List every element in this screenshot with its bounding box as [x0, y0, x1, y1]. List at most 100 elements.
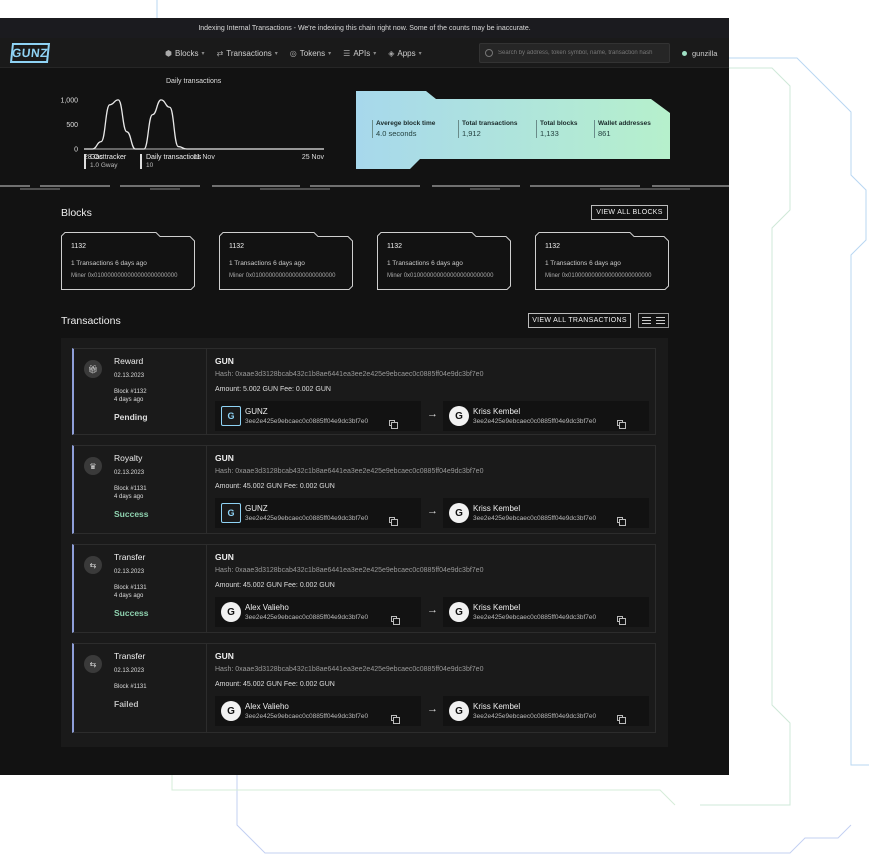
arrow-right-icon: →	[427, 604, 438, 616]
copy-icon[interactable]	[617, 517, 626, 526]
tx-status: Success	[114, 509, 149, 519]
legend-gas-tracker: Gas tracker 1.0 Gway	[84, 154, 126, 169]
chevron-down-icon: ▾	[418, 50, 422, 57]
menu-label: APIs	[353, 48, 371, 58]
party-address: 3ee2e425e9ebcaec0c0885ff04e9dc3bf7e0	[473, 713, 597, 720]
banner-text: Indexing Internal Transactions - We're i…	[198, 24, 531, 32]
miner-address: 0x0100000000000000000000000	[403, 273, 494, 279]
miner-label: Miner	[229, 273, 245, 279]
user-menu[interactable]: gunzilla	[682, 38, 717, 68]
copy-icon[interactable]	[617, 420, 626, 429]
tx-from[interactable]: G Alex Valieho 3ee2e425e9ebcaec0c0885ff0…	[215, 696, 421, 726]
tx-hash[interactable]: Hash: 0xaae3d3128bcab432c1b8ae6441ea3ee2…	[215, 666, 483, 673]
compact-view-icon[interactable]	[656, 317, 666, 324]
tx-from[interactable]: G GUNZ 3ee2e425e9ebcaec0c0885ff04e9dc3bf…	[215, 498, 421, 528]
legend-daily-transactions: Daily transactions 10	[140, 154, 201, 169]
legend-title: Daily transactions	[146, 154, 202, 161]
stat-title: Total transactions	[462, 120, 518, 127]
search-icon	[485, 49, 493, 57]
tx-amount: Amount: 5.002 GUN Fee: 0.002 GUN	[215, 386, 331, 393]
tx-hash[interactable]: Hash: 0xaae3d3128bcab432c1b8ae6441ea3ee2…	[215, 567, 483, 574]
menu-item-tokens[interactable]: ◎Tokens▾	[290, 49, 331, 58]
tx-age: 4 days ago	[114, 397, 144, 403]
cube-icon: ⬢	[165, 48, 172, 58]
hash-value: 0xaae3d3128bcab432c1b8ae6441ea3ee2e425e9…	[235, 567, 484, 574]
gunz-logo[interactable]: GUNZ	[9, 43, 51, 63]
copy-icon[interactable]	[389, 517, 398, 526]
block-miner: Miner 0x0100000000000000000000000	[387, 273, 493, 279]
copy-icon[interactable]	[391, 616, 400, 625]
view-toggle[interactable]	[638, 313, 669, 328]
copy-icon[interactable]	[391, 715, 400, 724]
menu-item-transactions[interactable]: ⇄Transactions▾	[217, 49, 278, 58]
legend-value: 10	[146, 162, 154, 169]
menu-item-apps[interactable]: ◈Apps▾	[388, 49, 421, 58]
tx-to[interactable]: G Kriss Kembel 3ee2e425e9ebcaec0c0885ff0…	[443, 401, 649, 431]
tx-hash[interactable]: Hash: 0xaae3d3128bcab432c1b8ae6441ea3ee2…	[215, 371, 483, 378]
search-bar[interactable]	[479, 43, 670, 63]
tx-type: Transfer	[114, 651, 146, 661]
tx-status: Pending	[114, 412, 148, 422]
block-card[interactable]: 1132 1 Transactions 6 days ago Miner 0x0…	[377, 232, 511, 290]
coins-icon: ◎	[289, 48, 297, 58]
tx-to[interactable]: G Kriss Kembel 3ee2e425e9ebcaec0c0885ff0…	[443, 498, 649, 528]
tx-block[interactable]: Block #1132	[114, 389, 147, 395]
stat-title: Averege block time	[376, 120, 436, 127]
tx-to[interactable]: G Kriss Kembel 3ee2e425e9ebcaec0c0885ff0…	[443, 597, 649, 627]
menu-item-blocks[interactable]: ⬢Blocks▾	[165, 49, 205, 58]
user-avatar: G	[449, 602, 469, 622]
block-card[interactable]: 1132 1 Transactions 6 days ago Miner 0x0…	[535, 232, 669, 290]
gift-icon: 🎁︎	[84, 360, 102, 378]
transaction-row[interactable]: ♛ Royalty 02.13.2023 Block #1131 4 days …	[72, 445, 656, 534]
chevron-down-icon: ▾	[201, 50, 205, 57]
block-txs: 1 Transactions 6 days ago	[71, 260, 147, 267]
transaction-row[interactable]: ⇆ Transfer 02.13.2023 Block #1131 4 days…	[72, 544, 656, 633]
transfer-icon: ⇆	[84, 556, 102, 574]
x-tick-label: 11 Nov	[193, 154, 215, 161]
tx-block[interactable]: Block #1131	[114, 585, 147, 591]
tx-to[interactable]: G Kriss Kembel 3ee2e425e9ebcaec0c0885ff0…	[443, 696, 649, 726]
block-card[interactable]: 1132 1 Transactions 6 days ago Miner 0x0…	[61, 232, 195, 290]
copy-icon[interactable]	[389, 420, 398, 429]
tx-block[interactable]: Block #1131	[114, 684, 147, 690]
tx-summary: ⇆ Transfer 02.13.2023 Block #1131 4 days…	[74, 545, 207, 632]
block-miner: Miner 0x0100000000000000000000000	[229, 273, 335, 279]
hash-label: Hash:	[215, 567, 234, 574]
tx-summary: ⇆ Transfer 02.13.2023 Block #1131 Failed	[74, 644, 207, 732]
view-all-blocks-button[interactable]: VIEW ALL BLOCKS	[591, 205, 668, 220]
transaction-row[interactable]: ⇆ Transfer 02.13.2023 Block #1131 Failed…	[72, 643, 656, 733]
block-miner: Miner 0x0100000000000000000000000	[545, 273, 651, 279]
party-address: 3ee2e425e9ebcaec0c0885ff04e9dc3bf7e0	[473, 418, 597, 425]
block-card[interactable]: 1132 1 Transactions 6 days ago Miner 0x0…	[219, 232, 353, 290]
copy-icon[interactable]	[617, 715, 626, 724]
list-view-icon[interactable]	[641, 317, 651, 324]
series-line	[84, 99, 324, 150]
tx-date: 02.13.2023	[114, 668, 145, 674]
tx-from[interactable]: G Alex Valieho 3ee2e425e9ebcaec0c0885ff0…	[215, 597, 421, 627]
miner-address: 0x0100000000000000000000000	[87, 273, 178, 279]
view-all-transactions-button[interactable]: VIEW ALL TRANSACTIONS	[528, 313, 631, 328]
party-name: GUNZ	[245, 407, 268, 416]
tx-hash[interactable]: Hash: 0xaae3d3128bcab432c1b8ae6441ea3ee2…	[215, 468, 483, 475]
tx-date: 02.13.2023	[114, 373, 145, 379]
tx-token: GUN	[215, 356, 234, 366]
chevron-down-icon: ▾	[373, 50, 377, 57]
tx-token: GUN	[215, 552, 234, 562]
tx-type: Transfer	[114, 552, 146, 562]
hash-label: Hash:	[215, 468, 234, 475]
user-avatar: G	[449, 503, 469, 523]
party-name: Alex Valieho	[245, 603, 289, 612]
miner-label: Miner	[71, 273, 87, 279]
block-number: 1132	[387, 243, 403, 250]
tx-block[interactable]: Block #1131	[114, 486, 147, 492]
party-address: 3ee2e425e9ebcaec0c0885ff04e9dc3bf7e0	[473, 515, 597, 522]
transaction-row[interactable]: 🎁︎ Reward 02.13.2023 Block #1132 4 days …	[72, 348, 656, 435]
search-input[interactable]	[498, 50, 668, 56]
copy-icon[interactable]	[617, 616, 626, 625]
menu-item-apis[interactable]: ☰APIs▾	[343, 49, 376, 58]
user-avatar: G	[221, 602, 241, 622]
tx-from[interactable]: G GUNZ 3ee2e425e9ebcaec0c0885ff04e9dc3bf…	[215, 401, 421, 431]
arrows-icon: ⇄	[216, 48, 224, 58]
